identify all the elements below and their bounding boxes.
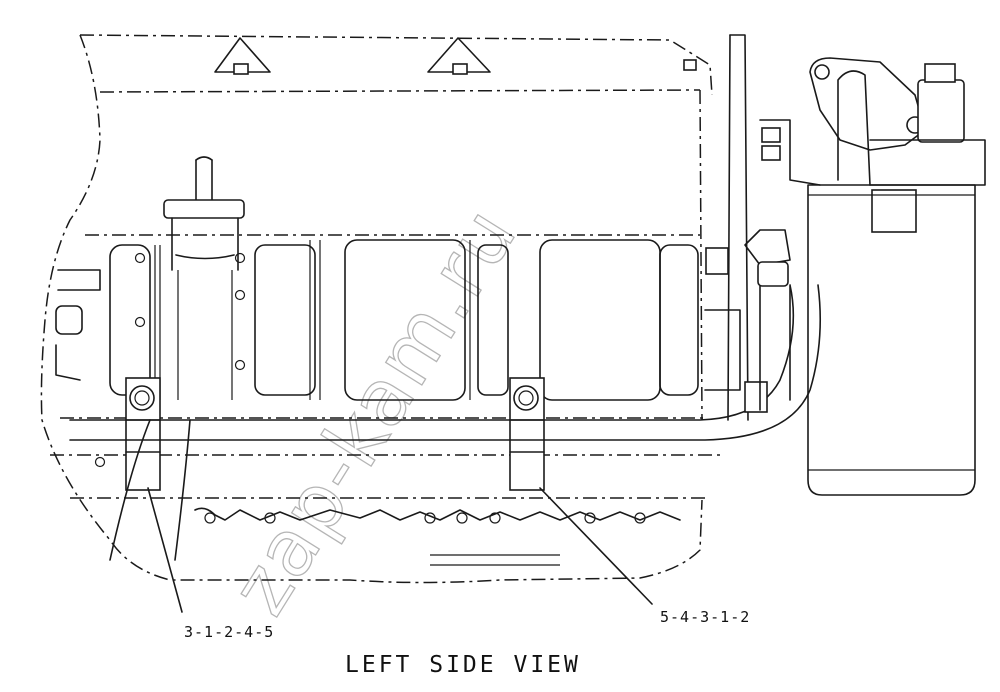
leader-lines (147, 487, 653, 613)
oil-filter-assembly (807, 57, 986, 496)
tube-clamps (125, 377, 545, 491)
left-side-fittings (55, 269, 101, 381)
leader-line-left (147, 487, 183, 613)
oil-fill-tube (163, 156, 245, 400)
filter-mount-bracket (704, 34, 821, 421)
valve-cover-bosses (214, 37, 697, 75)
crankcase-panels (109, 239, 699, 401)
callout-label-right: 5-4-3-1-2 (660, 608, 750, 626)
leader-line-right (539, 487, 653, 605)
callout-label-left: 3-1-2-4-5 (184, 623, 274, 641)
engine-block-outline (40, 34, 720, 584)
watermark-text: zap-kam.ru (215, 192, 535, 630)
view-title: LEFT SIDE VIEW (345, 652, 581, 678)
oil-pan-bolt-rail (94, 456, 681, 566)
oil-line-tube (69, 284, 821, 561)
